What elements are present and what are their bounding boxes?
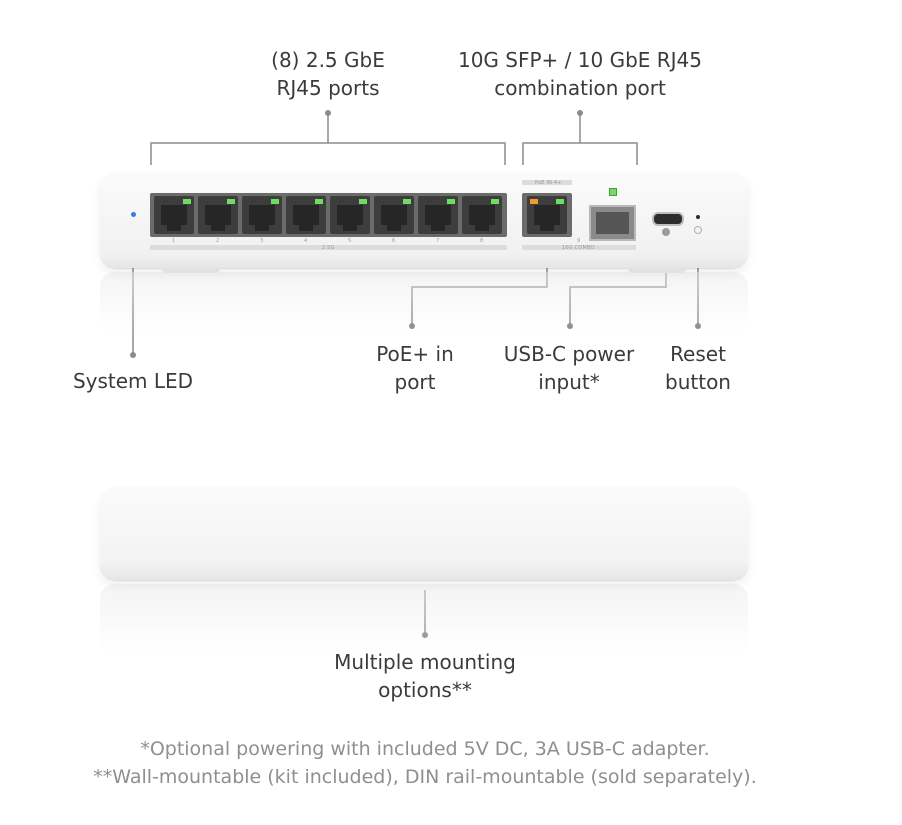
rj45-port-bank	[150, 193, 507, 237]
label-reset: Reset button	[665, 342, 731, 394]
combo-label-bar	[522, 245, 636, 250]
port-number: 1	[172, 238, 176, 244]
label-poe-in: PoE+ in port	[376, 342, 454, 394]
device-back-reflection	[100, 584, 748, 654]
rj45-port	[154, 196, 194, 234]
label-system-led: System LED	[72, 369, 194, 393]
rj45-port	[462, 196, 502, 234]
device-front-reflection	[100, 272, 748, 332]
rj45-port	[330, 196, 370, 234]
label-usbc-power: USB-C power input*	[503, 342, 635, 394]
port-number: 3	[260, 238, 264, 244]
port-number: 8	[480, 238, 484, 244]
usb-c-port	[652, 212, 684, 226]
port-bank-label: 2.5G	[322, 245, 335, 251]
port-bank-label-bar	[150, 245, 507, 250]
poe-label: PoE IN 4+	[535, 180, 562, 186]
poe-label-bar	[522, 180, 572, 185]
sfp-status-led	[609, 188, 617, 196]
rj45-port	[418, 196, 458, 234]
port-number: 2	[216, 238, 220, 244]
rj45-port	[198, 196, 238, 234]
poe-port-housing	[522, 193, 572, 237]
footnote-mounting: **Wall-mountable (kit included), DIN rai…	[93, 766, 757, 788]
rj45-port	[374, 196, 414, 234]
port-number: 7	[436, 238, 440, 244]
port-number: 4	[304, 238, 308, 244]
switch-back-view	[100, 487, 748, 580]
reset-button	[696, 215, 700, 219]
poe-port	[527, 196, 567, 234]
usb-c-icon	[662, 228, 670, 236]
label-mounting: Multiple mounting options**	[334, 650, 516, 702]
rj45-port	[242, 196, 282, 234]
label-rj45-ports: (8) 2.5 GbE RJ45 ports	[271, 48, 385, 100]
system-led	[131, 212, 136, 217]
reset-icon	[694, 226, 702, 234]
sfp-plus-port	[589, 205, 636, 241]
port-number: 5	[348, 238, 352, 244]
port-number: 6	[392, 238, 396, 244]
combo-number: 9	[577, 238, 581, 244]
label-combo-port: 10G SFP+ / 10 GbE RJ45 combination port	[457, 48, 702, 100]
combo-label: 10G COMBO	[562, 245, 595, 251]
footnote-usbc: *Optional powering with included 5V DC, …	[140, 738, 710, 760]
rj45-port	[286, 196, 326, 234]
